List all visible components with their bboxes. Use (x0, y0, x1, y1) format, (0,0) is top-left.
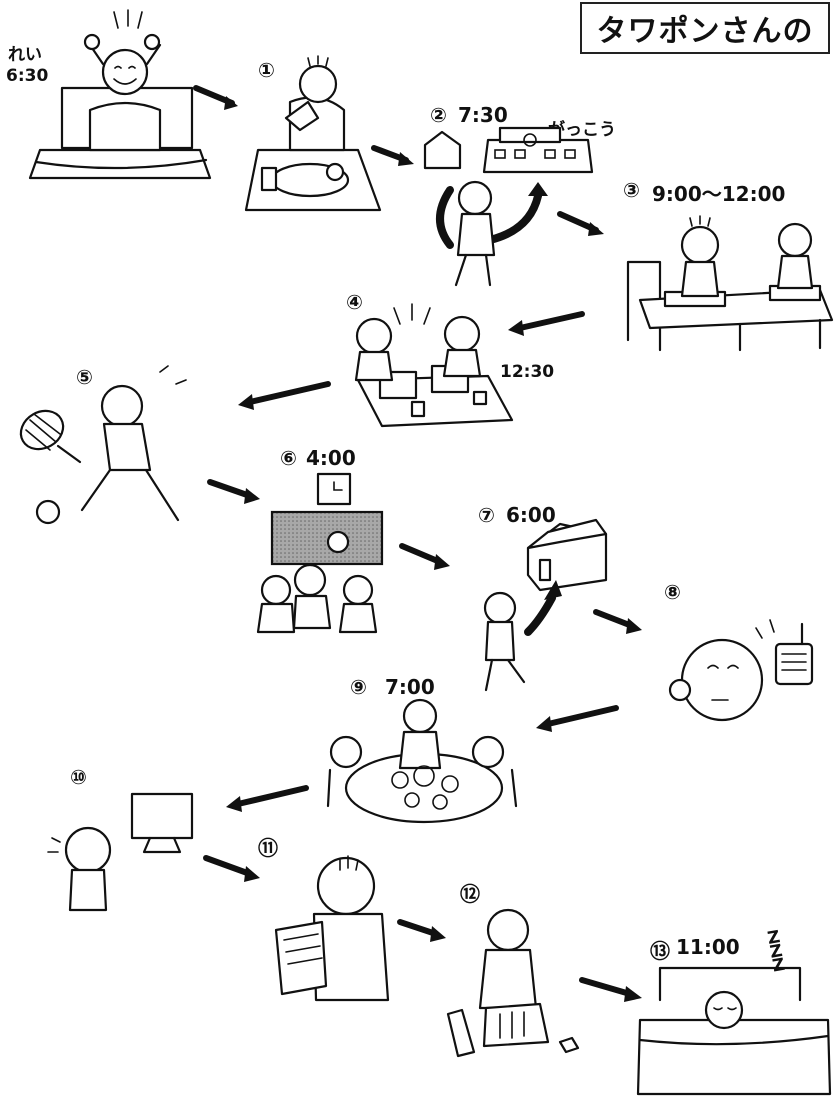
scene-lunch (354, 303, 514, 428)
step-10-number: ⑩ (70, 765, 87, 789)
step-5-number: ⑤ (76, 365, 93, 389)
step-12-number: ⑫ (460, 882, 480, 906)
scene-walk-to-school (423, 126, 594, 287)
scene-wake-up (28, 9, 212, 180)
worksheet-title: タワポンさんの (580, 2, 830, 54)
step-7-time: 6:00 (506, 503, 556, 527)
step-2-time: 7:30 (458, 103, 508, 127)
step-9-time: 7:00 (385, 675, 435, 699)
step-4-time: 12:30 (500, 362, 555, 382)
school-label: がっこう (548, 120, 616, 140)
scene-reading (274, 855, 390, 1002)
step-8-number: ⑧ (664, 580, 681, 604)
step-13-time: 11:00 (676, 935, 740, 959)
step-6-number: ⑥ (280, 446, 297, 470)
step-4-number: ④ (346, 290, 363, 314)
scene-dinner (326, 698, 518, 824)
step-3-time: 9:00～12:00 (652, 182, 786, 206)
step-13-number: ⑬ (650, 939, 670, 963)
step-7-number: ⑦ (478, 503, 495, 527)
step-2-number: ② (430, 103, 447, 127)
scene-going-home (483, 518, 608, 692)
scene-packing-bag (446, 908, 580, 1058)
wake-time: 6:30 (6, 66, 49, 86)
scene-classroom (626, 215, 834, 352)
step-1-number: ① (258, 58, 275, 82)
flow-arrows (193, 85, 642, 1002)
scene-radio (668, 619, 814, 722)
step-9-number: ⑨ (350, 675, 367, 699)
scene-breakfast (244, 55, 382, 212)
scene-club-room (256, 472, 384, 634)
scene-tennis (19, 365, 187, 525)
step-6-time: 4:00 (306, 446, 356, 470)
scene-sleeping (636, 966, 832, 1096)
scene-tv (47, 792, 194, 912)
step-3-number: ③ (623, 178, 640, 202)
wake-caption: れい (8, 45, 42, 65)
step-11-number: ⑪ (258, 836, 278, 860)
